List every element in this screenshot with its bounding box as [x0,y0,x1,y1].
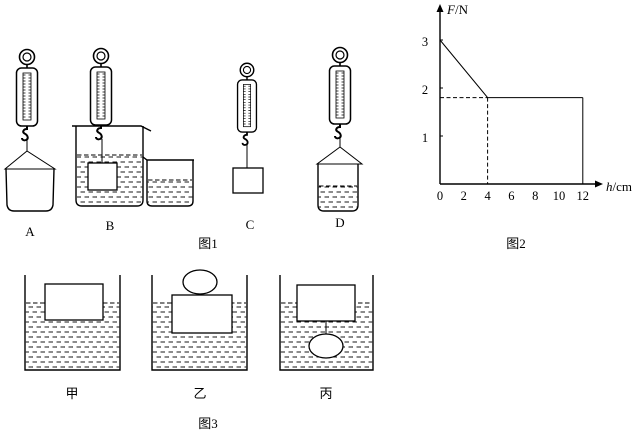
x-tick-label-6: 6 [508,189,514,203]
x-tick-label-4: 4 [484,189,491,203]
small-bucket-a [5,168,55,212]
catch-beaker-water [147,180,193,206]
figure-3-caption: 图3 [198,416,218,431]
floating-block-yi [171,294,233,334]
y-tick-label-2: 2 [422,83,428,97]
hanger-triangle-a [3,150,57,170]
catch-beaker-rim [142,156,194,161]
hanger-triangle-d [315,146,364,165]
label-c: C [246,217,255,232]
label-a: A [25,224,35,239]
catch-beaker [146,160,194,207]
label-jia: 甲 [65,386,78,401]
figure-2-caption: 图2 [506,236,526,251]
spring-scale-d [328,46,352,140]
ball-under-block-bing [308,333,344,359]
label-d: D [335,215,344,230]
x-tick-label-12: 12 [577,189,590,203]
floating-block-jia [44,283,104,321]
tank-yi [151,275,248,371]
y-axis-label: F/N [446,2,469,17]
x-tick-label-10: 10 [553,189,566,203]
figure-3: 甲 乙 丙 图3 [24,269,374,431]
x-tick-label-8: 8 [532,189,538,203]
container-bing: 丙 [279,275,374,401]
setup-d: D [315,46,364,230]
spring-scale-a [15,48,39,142]
floating-block-bing [296,284,356,322]
x-axis-label: h/cm [606,179,632,194]
y-tick-label-1: 1 [422,131,428,145]
setup-c: C [232,62,264,232]
overflow-beaker [75,126,144,207]
tank-jia [24,275,121,371]
block-c [232,167,264,194]
figure-1: A B C [3,46,364,251]
setup-a: A [3,48,57,239]
ball-on-block-yi [182,269,218,295]
overflow-beaker-spout [72,125,152,132]
label-b: B [106,218,115,233]
y-axis-arrow [436,4,444,12]
y-tick-label-3: 3 [422,35,428,49]
x-tick-label-0: 0 [437,189,443,203]
container-yi: 乙 [151,269,248,401]
label-yi: 乙 [193,386,206,401]
small-bucket-d [317,164,359,212]
spring-scale-c [236,62,258,146]
container-jia: 甲 [24,275,121,401]
x-tick-label-2: 2 [461,189,467,203]
label-bing: 丙 [319,386,332,401]
block-b [87,162,118,191]
bucket-d-water [318,186,358,211]
tank-bing [279,275,374,371]
setup-b: B [72,47,194,233]
series-line-0 [439,39,583,99]
figure-1-caption: 图1 [198,236,218,251]
x-axis-arrow [595,180,603,188]
